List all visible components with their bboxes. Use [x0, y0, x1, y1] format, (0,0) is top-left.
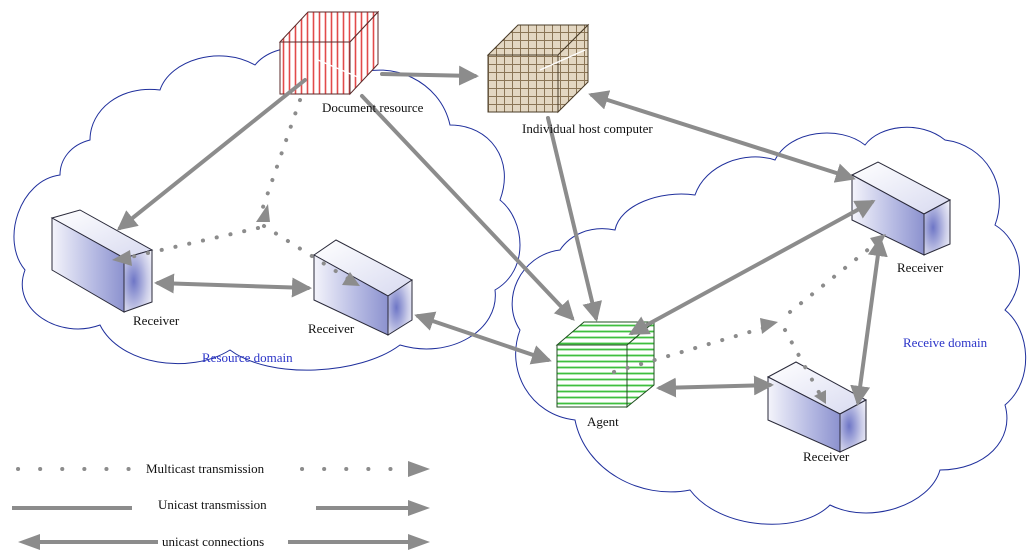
legend-connections-label: unicast connections [162, 534, 264, 549]
multicast-head-receiver-right-bottom [814, 390, 826, 404]
connection-receiver-right-top-bottom [850, 236, 888, 406]
connection-receiver-left-1-left-2 [154, 273, 312, 298]
connection-agent-receiver-right-top [628, 200, 876, 335]
arrow-resource-to-receiver-left-1 [116, 78, 307, 231]
unicast-transmission-arrows [116, 65, 602, 322]
multicast-hub-to-receiver-left-2 [262, 224, 352, 282]
receiver-right-bottom-label: Receiver [803, 449, 850, 464]
multicast-hub-to-receiver-left-1 [124, 226, 260, 260]
document-resource-label: Document resource [322, 100, 424, 115]
multicast-agent-to-hub [612, 324, 772, 374]
multicast-resource-to-hub [260, 98, 302, 212]
arrow-resource-to-host [380, 65, 479, 86]
connection-host-receiver-right-top [588, 90, 856, 183]
multicast-head-receiver-left-2 [342, 272, 360, 286]
receiver-right-top-label: Receiver [897, 260, 944, 275]
receiver-right-bottom[interactable] [766, 361, 868, 453]
host-label: Individual host computer [522, 121, 653, 136]
connection-agent-receiver-right-bottom [656, 375, 774, 398]
multicast-hub-to-receiver-right-top [788, 238, 882, 314]
multicast-head-hub-right [760, 318, 778, 334]
document-resource-server[interactable] [278, 10, 380, 96]
legend-connections: unicast connections [18, 533, 430, 550]
multicast-transmission-arrows [124, 98, 882, 400]
arrow-host-to-agent [546, 116, 602, 322]
unicast-connection-arrows [154, 90, 888, 406]
receiver-left-1[interactable] [50, 209, 154, 313]
arrow-resource-to-agent [360, 94, 575, 321]
agent-label: Agent [587, 414, 619, 429]
receiver-left-1-label: Receiver [133, 313, 180, 328]
multicast-head-hub-left [256, 204, 270, 222]
receiver-left-2-label: Receiver [308, 321, 355, 336]
individual-host-computer[interactable] [486, 23, 590, 114]
legend-multicast: Multicast transmission [16, 461, 430, 477]
resource-domain-label: Resource domain [202, 350, 293, 365]
legend-unicast-label: Unicast transmission [158, 497, 267, 512]
connection-receiver-left-2-agent [414, 311, 552, 365]
multicast-arrowheads [112, 204, 886, 404]
legend-multicast-label: Multicast transmission [146, 461, 265, 476]
legend: Multicast transmission Unicast transmiss… [12, 461, 430, 550]
receive-domain-label: Receive domain [903, 335, 988, 350]
multicast-hub-to-receiver-right-bottom [783, 328, 824, 400]
multicast-head-receiver-right-top [870, 234, 886, 250]
receiver-left-2[interactable] [313, 239, 413, 336]
legend-unicast: Unicast transmission [12, 497, 430, 516]
multicast-head-receiver-left-1 [112, 250, 132, 266]
receiver-right-top[interactable] [850, 161, 952, 256]
